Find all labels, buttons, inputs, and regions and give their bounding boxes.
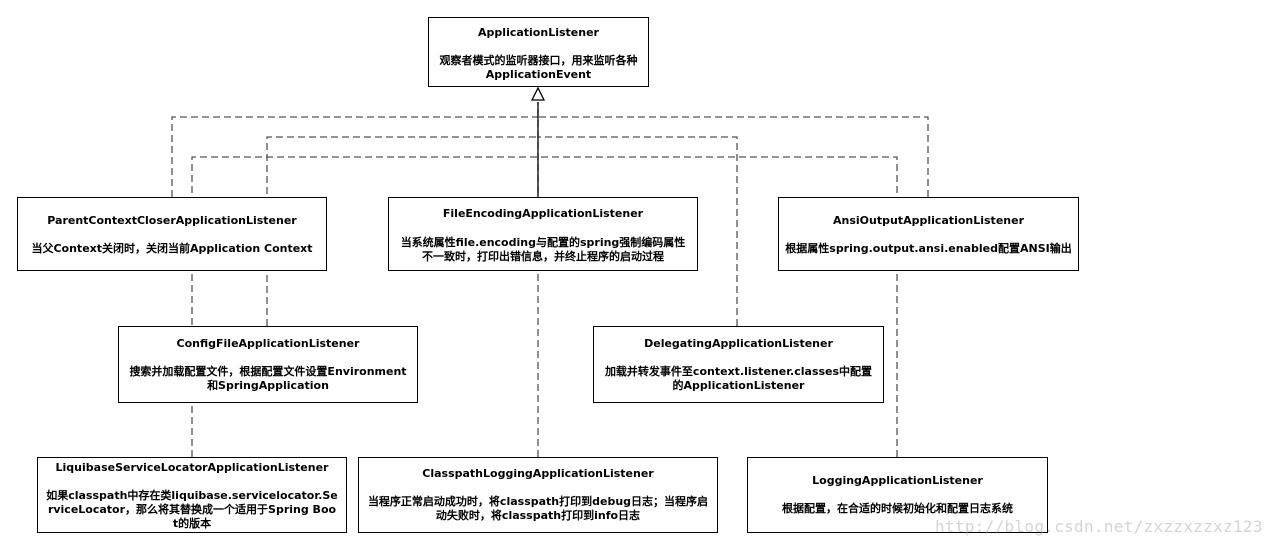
listener-name: ConfigFileApplicationListener [176,337,360,350]
listener-desc: 当系统属性file.encoding与配置的spring强制编码属性不一致时，打… [400,236,686,263]
connector-parent-context-closer [171,116,538,197]
listener-name: FileEncodingApplicationListener [442,207,644,220]
root-name: ApplicationListener [478,26,599,39]
listener-name: LiquibaseServiceLocatorApplicationListen… [55,461,329,474]
listener-name: LoggingApplicationListener [812,474,983,487]
listener-desc: 当父Context关闭时，关闭当前Application Context [31,242,313,255]
root-box-application-listener: ApplicationListener 观察者模式的监听器接口，用来监听各种Ap… [428,17,649,87]
inheritance-arrow-icon [530,86,546,101]
listener-name: ParentContextCloserApplicationListener [47,214,297,227]
listener-desc: 当程序正常启动成功时，将classpath打印到debug日志；当程序启动失败时… [367,495,709,522]
listener-name: DelegatingApplicationListener [644,337,833,350]
box-parent-context-closer: ParentContextCloserApplicationListener 当… [17,197,327,271]
listener-desc: 根据属性spring.output.ansi.enabled配置ANSI输出 [785,242,1072,255]
box-delegating: DelegatingApplicationListener 加载并转发事件至co… [593,326,884,403]
listener-name: AnsiOutputApplicationListener [833,214,1024,227]
listener-desc: 加载并转发事件至context.listener.classes中配置的Appl… [604,365,873,392]
listener-desc: 根据配置，在合适的时候初始化和配置日志系统 [782,502,1013,515]
listener-desc: 搜索并加载配置文件，根据配置文件设置Environment和SpringAppl… [129,365,407,392]
box-ansi-output: AnsiOutputApplicationListener 根据属性spring… [778,197,1079,271]
box-classpath-logging: ClasspathLoggingApplicationListener 当程序正… [358,457,718,533]
root-desc: 观察者模式的监听器接口，用来监听各种ApplicationEvent [439,54,638,81]
connector-ansi-output [538,116,929,197]
box-file-encoding: FileEncodingApplicationListener 当系统属性fil… [388,197,698,271]
box-logging: LoggingApplicationListener 根据配置，在合适的时候初始… [747,457,1048,533]
listener-name: ClasspathLoggingApplicationListener [422,467,654,480]
box-liquibase-service-locator: LiquibaseServiceLocatorApplicationListen… [37,457,347,533]
box-config-file: ConfigFileApplicationListener 搜索并加载配置文件，… [118,326,418,403]
listener-desc: 如果classpath中存在类liquibase.servicelocator.… [46,489,338,530]
watermark-text: http://blog.csdn.net/zxzzxzzxz123 [935,517,1263,536]
